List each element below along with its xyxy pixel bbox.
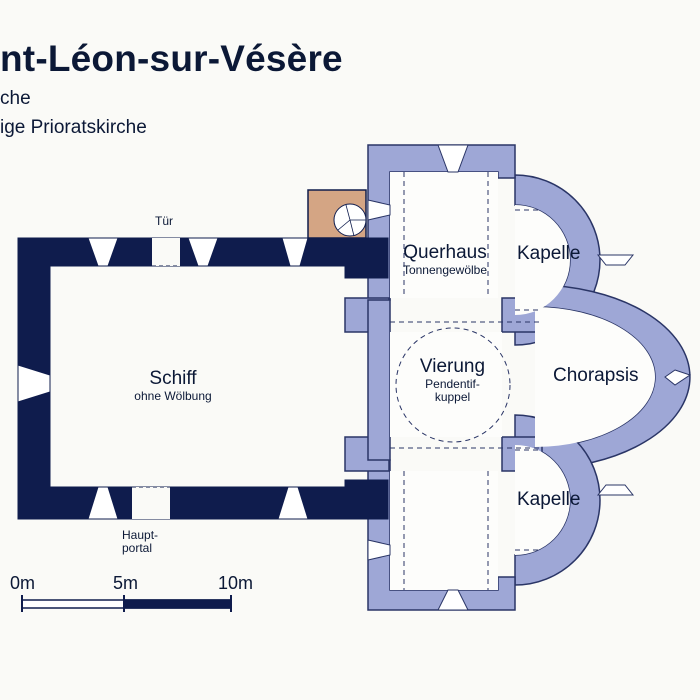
nave-openings: [17, 237, 309, 520]
label-hauptportal-group: Haupt- portal: [122, 529, 172, 555]
choir-interior: [390, 172, 655, 590]
label-schiff-sub: ohne Wölbung: [134, 389, 212, 403]
label-querhaus-sub: Tonnengewölbe: [402, 263, 488, 277]
door-thresholds: [132, 265, 180, 488]
label-vierung: Vierung: [419, 356, 486, 377]
scale-label-10: 10m: [218, 573, 254, 593]
scale-label-5: 5m: [113, 573, 139, 593]
subtitle-line-1: che: [0, 88, 31, 109]
label-tuer: Tür: [155, 214, 173, 228]
label-vierung-sub-1: Pendentif-: [425, 377, 480, 391]
label-hauptportal-2: portal: [122, 541, 153, 555]
label-schiff-group: Schiff ohne Wölbung: [128, 368, 218, 403]
label-kapelle-bottom: Kapelle: [517, 489, 581, 510]
label-querhaus: Querhaus: [403, 242, 487, 263]
scale-bar: [21, 595, 232, 612]
label-querhaus-group: Querhaus Tonnengewölbe: [393, 242, 497, 277]
subtitle-line-2: ige Prioratskirche: [0, 117, 147, 138]
label-kapelle-top: Kapelle: [517, 243, 581, 264]
label-vierung-group: Vierung Pendentif- kuppel: [405, 356, 500, 404]
stair-turret: [307, 189, 367, 239]
label-vierung-sub-2: kuppel: [434, 390, 471, 404]
nave-door-gaps: [132, 238, 180, 519]
page-title: nt-Léon-sur-Vésère: [0, 38, 343, 79]
label-hauptportal-1: Haupt-: [122, 528, 159, 542]
scale-label-0: 0m: [10, 573, 36, 593]
choir-windows: [367, 144, 692, 611]
vault-lines: [390, 172, 542, 590]
label-schiff: Schiff: [149, 368, 197, 389]
label-chorapsis: Chorapsis: [553, 365, 639, 386]
